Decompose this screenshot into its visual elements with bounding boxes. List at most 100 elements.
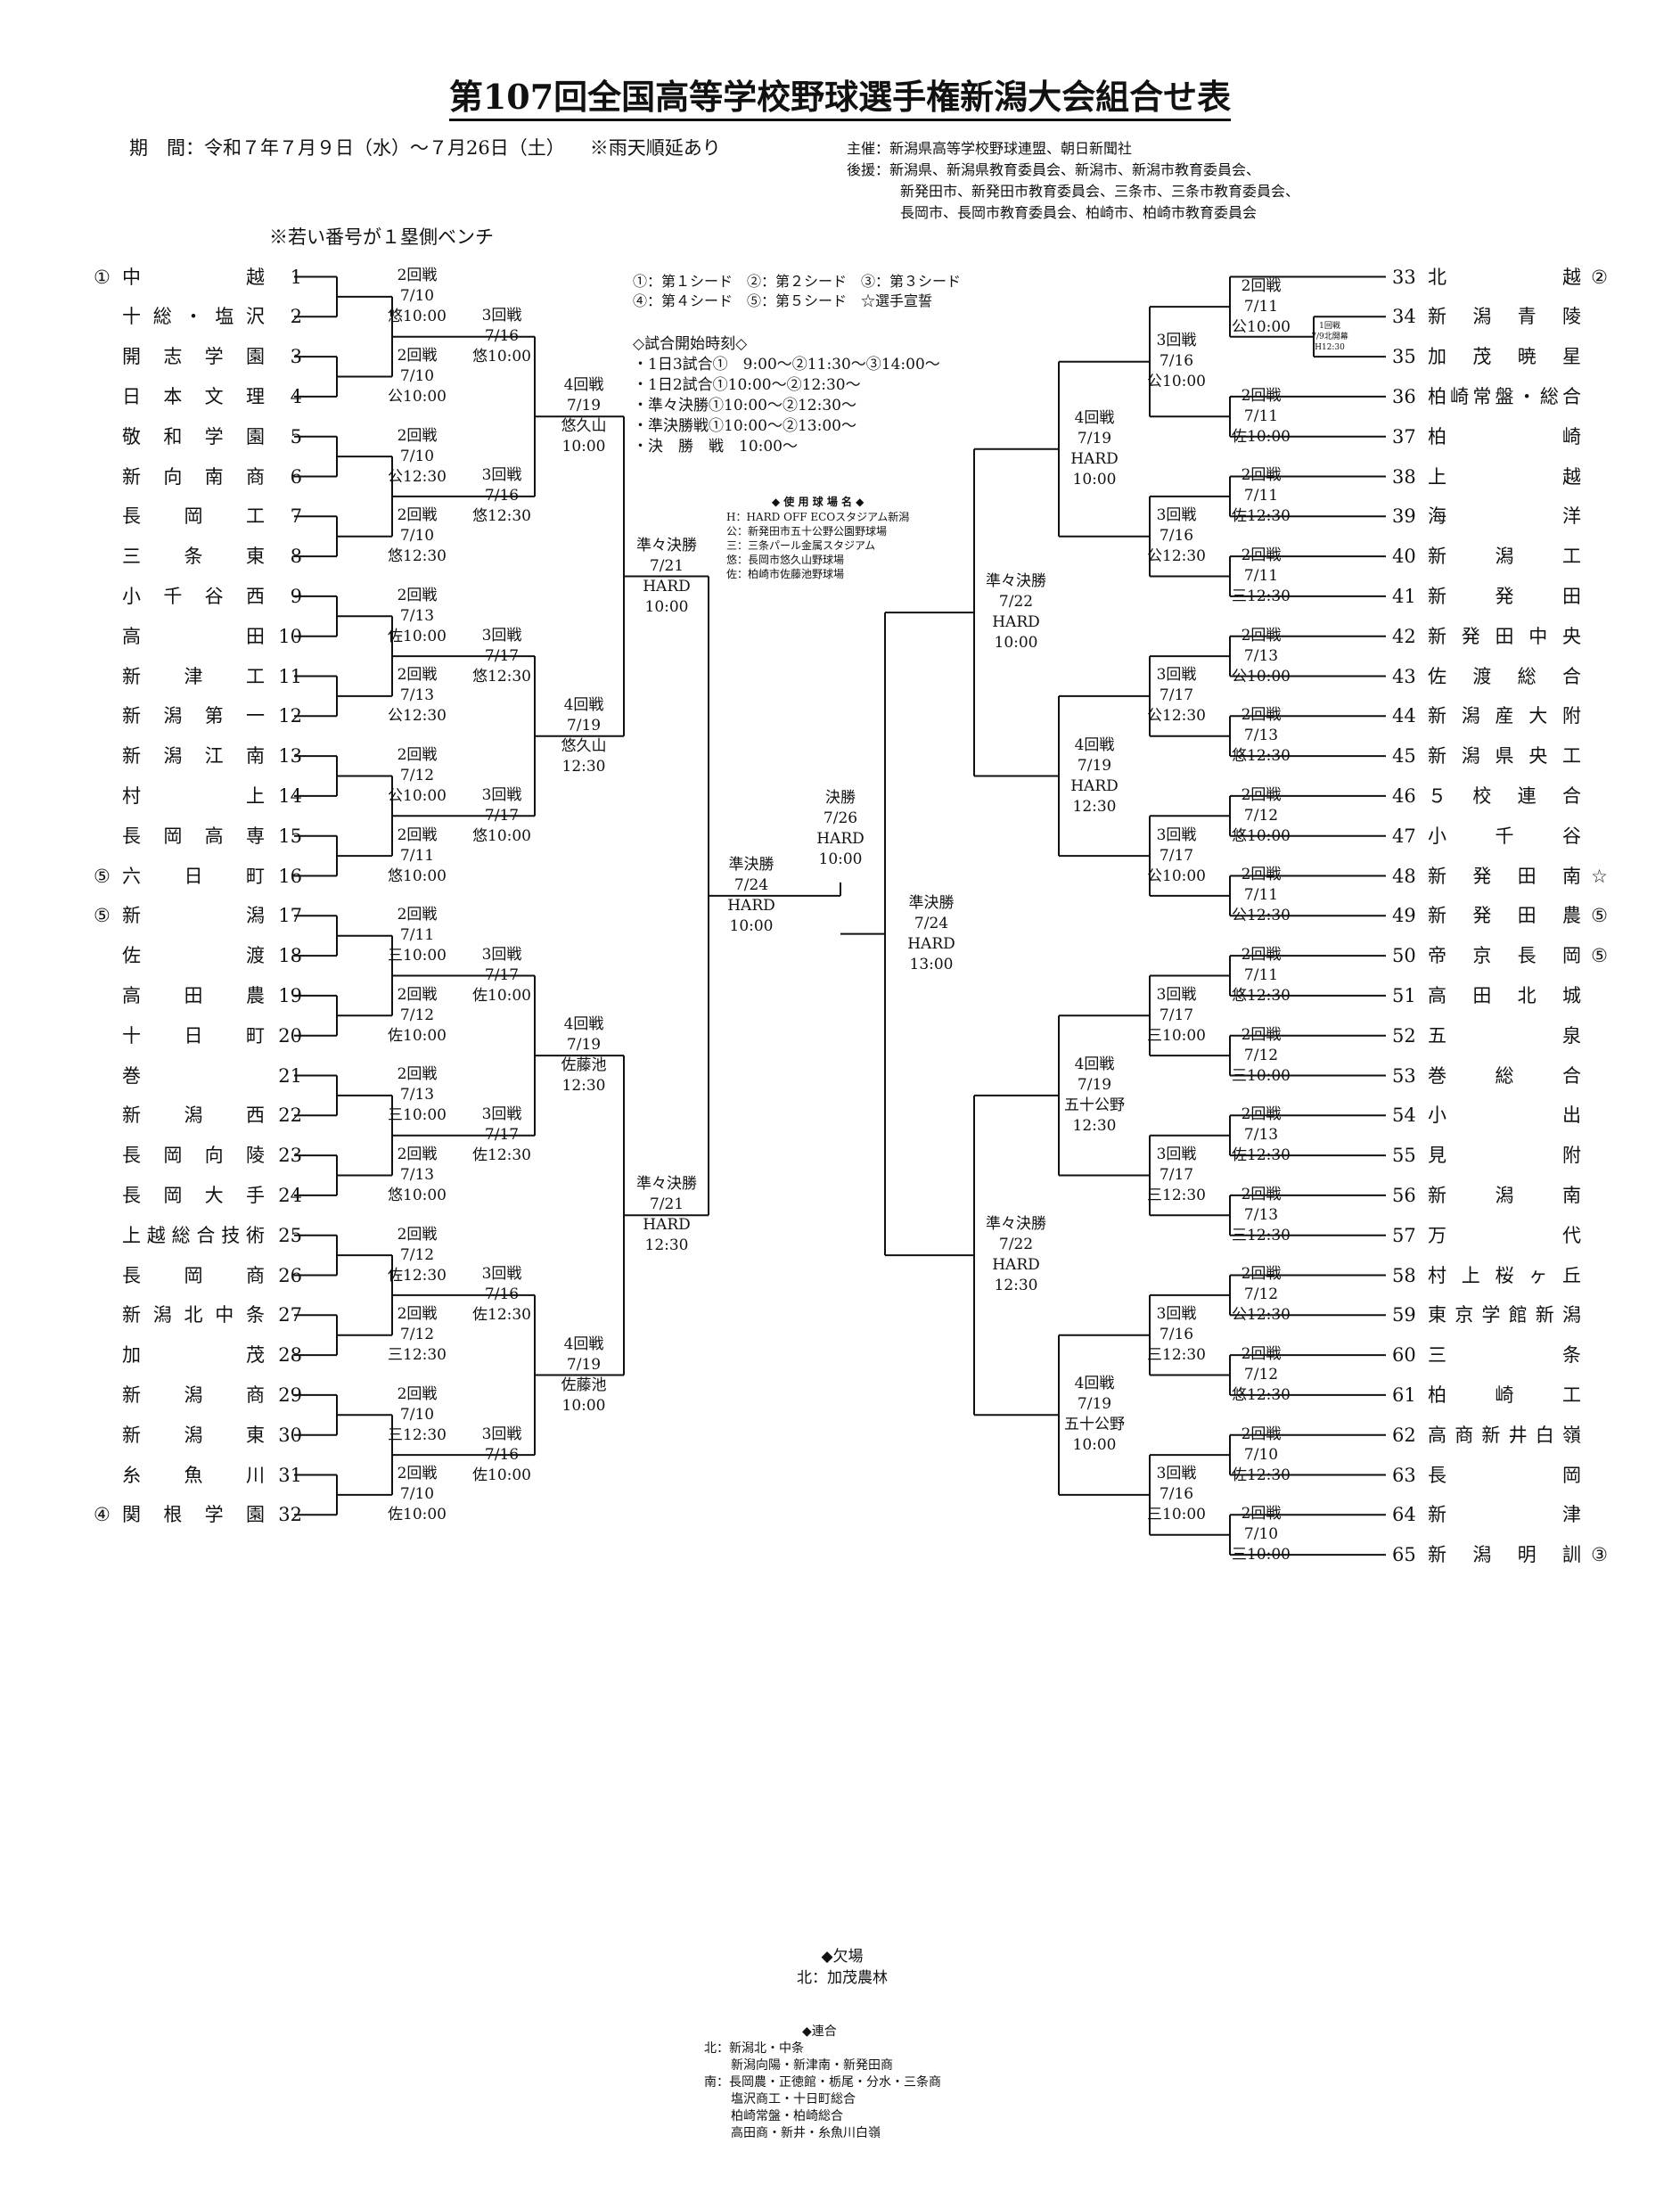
round3-match-line: 悠10:00 <box>472 348 531 366</box>
round2-match-line: 2回戦 <box>1241 276 1282 295</box>
round2-match-line: 2回戦 <box>397 1065 438 1084</box>
round2-match-line: 7/12 <box>399 1326 435 1344</box>
round2-match-line: 2回戦 <box>1241 1345 1282 1363</box>
draw-number: 19 <box>278 984 302 1006</box>
round2-match-line: 悠10:00 <box>388 308 447 326</box>
draw-number: 1 <box>290 266 302 288</box>
round3-match-line: 7/16 <box>1159 527 1194 546</box>
round4-match-line: 悠久山 <box>561 417 607 436</box>
round1-match-line: 7/9北開幕 <box>1311 332 1348 341</box>
round2-match-line: 2回戦 <box>1241 1265 1282 1284</box>
round2-match-line: 2回戦 <box>397 347 438 365</box>
round4-match-line: HARD <box>1070 776 1119 795</box>
round2-match-line: 悠10:00 <box>388 1187 447 1204</box>
round2-match-line: 7/12 <box>1243 1366 1279 1384</box>
school-name: ５校連合 <box>1428 784 1581 807</box>
school-name: 柏崎工 <box>1428 1384 1581 1406</box>
round2-match-line: 7/12 <box>399 767 435 784</box>
team-entry: 新潟商 29 <box>94 1384 302 1407</box>
round2-match-line: 三10:00 <box>388 947 447 965</box>
round2-match-line: 7/11 <box>1243 406 1279 425</box>
round2-match-line: 2回戦 <box>397 1146 438 1163</box>
round2-match-line: 三10:00 <box>388 1106 447 1125</box>
draw-number: 21 <box>278 1064 302 1087</box>
seed-mark: ⑤ <box>94 905 111 927</box>
round2-match-line: 佐12:30 <box>388 1266 447 1285</box>
quarterfinal-match-line: 準々決勝 <box>636 1175 697 1194</box>
quarterfinal-match-line: HARD <box>992 1256 1040 1275</box>
round2-match-line: 2回戦 <box>397 506 438 525</box>
round4-match-line: 4回戦 <box>563 1015 604 1034</box>
round2-match-line: 2回戦 <box>397 586 438 604</box>
school-name: 柏崎 <box>1428 425 1581 448</box>
draw-number: 45 <box>1392 745 1416 768</box>
school-name: 新潟産大附 <box>1428 705 1581 727</box>
draw-number: 65 <box>1392 1544 1416 1566</box>
draw-number: 20 <box>278 1024 302 1047</box>
seed-mark: ⑤ <box>1591 945 1608 967</box>
round4-match-line: 12:30 <box>1072 797 1117 816</box>
draw-number: 60 <box>1392 1344 1416 1367</box>
round3-match-line: 3回戦 <box>481 1425 522 1443</box>
draw-number: 27 <box>278 1304 302 1326</box>
draw-number: 16 <box>278 865 302 887</box>
round4-match-line: HARD <box>1070 449 1119 468</box>
round4-match-line: 12:30 <box>1072 1116 1117 1135</box>
round2-match-line: 佐10:00 <box>388 627 447 645</box>
round3-match-line: 7/17 <box>484 1126 520 1145</box>
draw-number: 29 <box>278 1384 302 1406</box>
round4-match-line: 7/19 <box>1077 1395 1112 1414</box>
draw-number: 47 <box>1392 825 1416 847</box>
round2-match-line: 2回戦 <box>1241 1425 1282 1443</box>
draw-number: 63 <box>1392 1464 1416 1486</box>
round2-match-line: 7/13 <box>399 1086 435 1104</box>
round3-match-line: 三10:00 <box>1147 1026 1206 1045</box>
draw-number: 39 <box>1392 505 1416 528</box>
round3-match-line: 悠12:30 <box>472 667 531 686</box>
draw-number: 46 <box>1392 784 1416 807</box>
school-name: 新潟商 <box>122 1384 265 1406</box>
round3-match-line: 3回戦 <box>1156 825 1197 844</box>
round2-match-line: 悠12:30 <box>1232 747 1291 766</box>
quarterfinal-match-line: 12:30 <box>994 1277 1038 1295</box>
round2-match-line: 7/11 <box>1243 487 1279 505</box>
round4-match-line: 7/19 <box>566 397 602 415</box>
round2-match-line: 三12:30 <box>388 1425 447 1444</box>
quarterfinal-match-line: 準々決勝 <box>986 572 1046 591</box>
round3-match-line: 佐12:30 <box>472 1306 531 1325</box>
round2-match-line: 2回戦 <box>397 666 438 685</box>
draw-number: 36 <box>1392 385 1416 407</box>
quarterfinal-match-line: 10:00 <box>644 597 689 616</box>
draw-number: 55 <box>1392 1145 1416 1167</box>
seed-mark: ② <box>1591 266 1608 288</box>
round2-match-line: 2回戦 <box>397 1384 438 1403</box>
round4-match-line: 佐藤池 <box>561 1375 607 1394</box>
round3-match-line: 7/17 <box>484 806 520 825</box>
round4-match-line: 7/19 <box>566 1355 602 1374</box>
